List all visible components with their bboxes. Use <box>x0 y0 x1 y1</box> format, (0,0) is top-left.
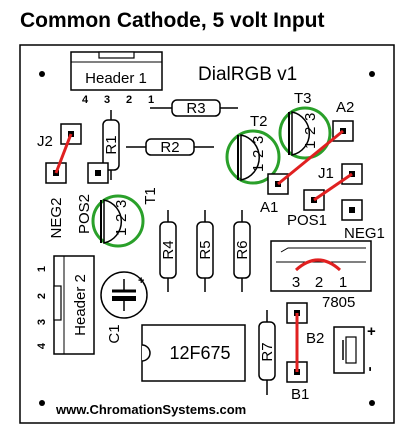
svg-text:R3: R3 <box>186 100 205 117</box>
svg-text:3: 3 <box>113 200 130 208</box>
svg-text:1: 1 <box>113 228 130 236</box>
transistor-t1: 1 2 3 <box>91 194 145 248</box>
header-1-pin: 2 <box>126 94 132 106</box>
svg-text:-: - <box>361 367 378 372</box>
header-1-label: Header 1 <box>85 70 147 87</box>
svg-text:12F675: 12F675 <box>169 343 230 363</box>
svg-text:1: 1 <box>339 274 347 291</box>
header-1-pin: 1 <box>148 94 154 106</box>
resistor-r6: R6 <box>233 210 251 292</box>
svg-text:1: 1 <box>250 164 267 172</box>
header-1-pin: 4 <box>82 94 89 106</box>
pad-a2-label: A2 <box>336 99 354 116</box>
mount-hole-top-right <box>369 71 375 77</box>
header-1-pin: 3 <box>104 94 110 106</box>
resistor-r2: R2 <box>126 138 214 156</box>
pad-a1-label: A1 <box>260 199 278 216</box>
pad-b1-label: B1 <box>291 386 309 403</box>
transistor-t3: 1 2 3 <box>278 106 332 160</box>
mount-hole-bottom-right <box>369 400 375 406</box>
resistor-r4: R4 <box>159 210 177 292</box>
regulator-7805-label: 7805 <box>322 294 355 311</box>
header-1: Header 1 <box>70 51 163 91</box>
header-2-pin: 3 <box>36 319 48 325</box>
header-2-pin: 1 <box>36 266 48 272</box>
svg-text:2: 2 <box>302 127 319 135</box>
transistor-t1-label: T1 <box>142 187 159 205</box>
capacitor-c1: + <box>100 271 148 319</box>
svg-text:3: 3 <box>250 136 267 144</box>
jumper-j1-label: J1 <box>318 165 334 182</box>
header-2: Header 2 <box>53 255 95 355</box>
resistor-r5: R5 <box>196 210 214 292</box>
jumper-b <box>286 302 308 383</box>
jumper-wire-a <box>277 129 344 186</box>
svg-text:R2: R2 <box>160 139 179 156</box>
svg-text:2: 2 <box>113 214 130 222</box>
mount-hole-top-left <box>39 71 45 77</box>
transistor-t3-label: T3 <box>294 90 312 107</box>
jumper-j1 <box>303 163 363 221</box>
pad-pos2 <box>87 162 109 184</box>
svg-text:+: + <box>367 323 376 340</box>
svg-text:2: 2 <box>250 150 267 158</box>
svg-text:R5: R5 <box>197 240 214 259</box>
jumper-j2-label: J2 <box>37 133 53 150</box>
pad-neg1-label: NEG1 <box>344 225 385 242</box>
page-title: Common Cathode, 5 volt Input <box>20 9 325 32</box>
svg-text:2: 2 <box>315 274 323 291</box>
capacitor-c1-label: C1 <box>106 324 123 343</box>
transistor-t2: 1 2 3 <box>225 129 281 185</box>
board-name: DialRGB v1 <box>198 64 297 85</box>
resistor-r1: R1 <box>102 110 120 180</box>
svg-text:R1: R1 <box>103 135 120 154</box>
jumper-j2 <box>45 123 82 184</box>
header-2-pin: 2 <box>36 293 48 299</box>
svg-text:3: 3 <box>292 274 300 291</box>
svg-text:R7: R7 <box>259 342 276 361</box>
svg-text:1: 1 <box>302 141 319 149</box>
transistor-t2-label: T2 <box>250 113 268 130</box>
regulator-7805: 3 2 1 <box>270 240 372 292</box>
header-2-pin: 4 <box>36 342 48 349</box>
svg-text:+: + <box>138 275 144 287</box>
resistor-r3: R3 <box>150 99 238 117</box>
mount-hole-bottom-left <box>39 400 45 406</box>
pad-pos1-label: POS1 <box>287 212 327 229</box>
svg-text:R4: R4 <box>160 240 177 259</box>
svg-text:3: 3 <box>302 113 319 121</box>
power-connector: + - <box>333 323 378 374</box>
pad-neg2-label: NEG2 <box>48 198 65 239</box>
svg-text:R6: R6 <box>234 240 251 259</box>
website-text: www.ChromationSystems.com <box>55 402 246 417</box>
header-2-label: Header 2 <box>72 274 89 336</box>
pad-pos2-label: POS2 <box>76 194 93 234</box>
ic-12f675: 12F675 <box>141 324 246 382</box>
pad-b2-label: B2 <box>306 330 324 347</box>
resistor-r7: R7 <box>258 310 276 395</box>
